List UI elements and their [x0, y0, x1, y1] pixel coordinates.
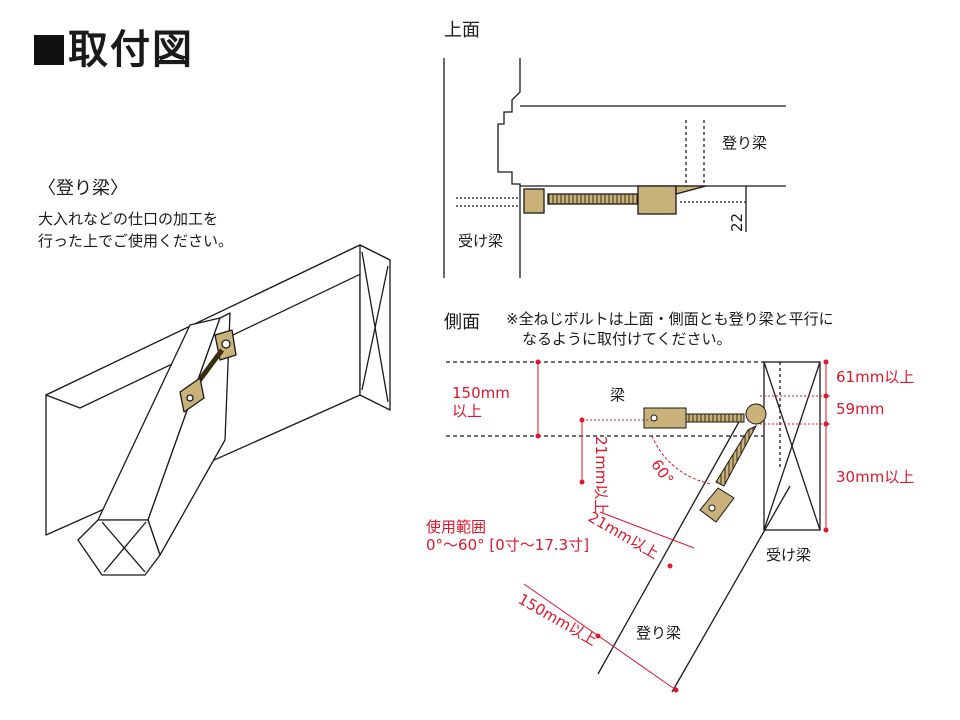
side-bracket-horizontal — [643, 407, 687, 429]
iso-rafter-end-cross-2 — [103, 521, 147, 573]
top-view — [443, 58, 786, 278]
top-view-rafter-label: 登り梁 — [722, 134, 768, 152]
dim-30: 30mm以上 — [836, 468, 915, 486]
side-pivot-joint — [745, 403, 767, 425]
side-view-rafter-label: 登り梁 — [636, 624, 682, 642]
title-marker-icon — [34, 35, 64, 65]
side-receiving-beam-cross-2 — [763, 361, 821, 531]
dim-22-label: 22 — [728, 213, 746, 232]
dim-61: 61mm以上 — [836, 368, 915, 386]
top-view-label: 上面 — [444, 20, 480, 41]
top-view-bracket-left — [523, 188, 545, 214]
side-hardware — [643, 403, 767, 523]
side-bracket-diagonal — [699, 487, 735, 523]
top-view-receiving-beam-edge — [497, 58, 521, 278]
dim-59: 59mm — [836, 400, 885, 418]
angle-60-arc — [651, 435, 713, 485]
dim-21-diagonal-line — [599, 511, 695, 549]
usage-note-line2: 行った上でご使用ください。 — [38, 232, 234, 250]
usage-note-line1: 大入れなどの仕口の加工を — [38, 210, 219, 228]
side-rafter-edge-1 — [597, 419, 741, 675]
side-view-receiving-beam-label: 受け梁 — [766, 546, 812, 564]
iso-end-cross-2 — [361, 265, 389, 391]
dim-150-line1: 150mm — [452, 384, 510, 402]
iso-rafter-end — [77, 519, 161, 576]
top-view-threaded-bolt — [547, 193, 639, 205]
rafter-heading: 〈登り梁〉 — [38, 178, 128, 199]
range-line2: 0°～60° [0寸～17.3寸] — [426, 536, 590, 554]
side-view — [446, 361, 821, 693]
side-view-note-line1: ※全ねじボルトは上面・側面とも登り梁と平行に — [506, 310, 834, 328]
side-view-beam-label: 梁 — [610, 386, 626, 404]
page-title: 取付図 — [34, 26, 194, 74]
range-line1: 使用範囲 — [426, 518, 487, 536]
top-view-bracket-plate — [675, 185, 707, 195]
side-bolt-horizontal — [685, 413, 745, 423]
iso-rafter-end-cross-1 — [101, 521, 146, 573]
side-dimensions — [523, 359, 832, 693]
side-bolt-diagonal — [715, 424, 758, 487]
side-view-label: 側面 — [444, 312, 480, 333]
top-view-receiving-beam-label: 受け梁 — [458, 232, 504, 250]
iso-rafter-front — [147, 312, 231, 556]
dim-150-line2: 以上 — [452, 402, 483, 420]
top-view-bracket-right — [637, 185, 677, 215]
isometric-view — [45, 244, 391, 576]
side-view-note-line2: なるように取付けてください。 — [522, 330, 732, 348]
side-rafter-edge-2 — [671, 485, 791, 693]
